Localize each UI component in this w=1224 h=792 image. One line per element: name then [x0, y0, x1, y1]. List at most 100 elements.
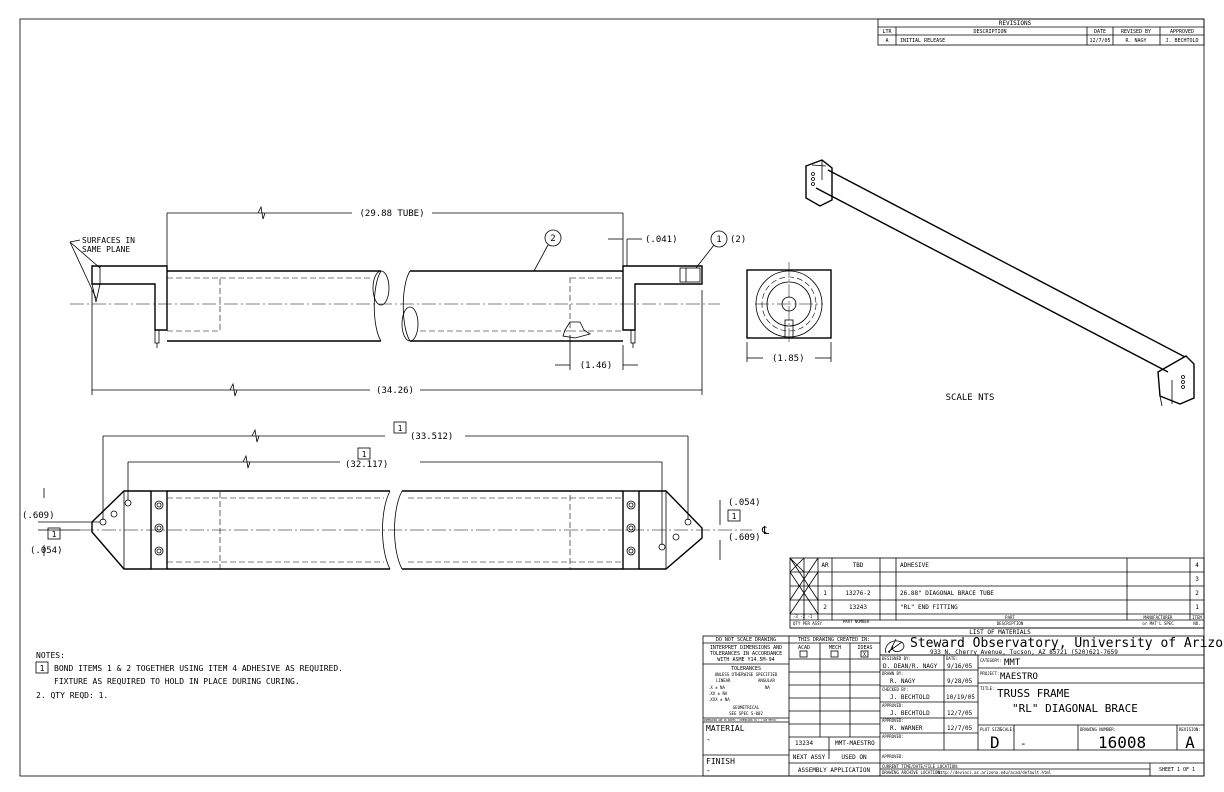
balloon-item-2: 2 [550, 234, 555, 244]
interpret-3: WITH ASME Y14.5M-94 [717, 657, 774, 663]
dim-054-left: (.054) [30, 546, 63, 556]
dim-32117: (32.117) [345, 460, 388, 470]
box-balloon-1-d: 1 [732, 512, 737, 521]
rev-hdr-approved: APPROVED [1170, 29, 1194, 35]
bom-part-4: TBD [853, 562, 864, 569]
org-name: Steward Observatory, University of Arizo… [910, 636, 1224, 651]
dim-146: (1.46) [580, 361, 613, 371]
bom-desc-1: "RL" END FITTING [900, 604, 958, 611]
checked-by: J. BECHTOLD [890, 694, 930, 701]
approved1-label: APPROVED: [882, 703, 904, 708]
dim-609-right: (.609) [728, 533, 761, 543]
tol-xxx: .XXX ± NA [708, 697, 730, 702]
tol-x: .X ± NA [708, 685, 725, 690]
rev-row-ltr: A [885, 38, 888, 44]
notes-balloon-1: 1 [40, 664, 45, 673]
rev-hdr-date: DATE [1094, 29, 1106, 35]
top-view: (29.88 TUBE) (.041) 2 1 (2) SURFACES IN … [69, 205, 746, 397]
project-label: PROJECT: [980, 671, 999, 676]
angular-label: ANGULAR [758, 678, 775, 683]
note-1-line1: BOND ITEMS 1 & 2 TOGETHER USING ITEM 4 A… [54, 664, 343, 673]
project-value: MAESTRO [1000, 672, 1038, 682]
acad-checkbox [799, 650, 808, 658]
approved2-label: APPROVED: [882, 718, 904, 723]
dim-note: DIMENSIONS ARE IN INCHES / DIMENSIONS IN… [704, 719, 777, 722]
mech-label: MECH [829, 645, 841, 651]
next-assy-label: NEXT ASSY [793, 754, 826, 761]
category-value: MMT [1004, 658, 1021, 668]
geometrical: GEOMETRICAL [733, 705, 760, 710]
mech-checkbox [830, 650, 839, 658]
see-spec: SEE SPEC S-002 [729, 711, 763, 716]
scale-nts-label: SCALE NTS [946, 393, 995, 403]
bom-item-2: 2 [1195, 590, 1199, 597]
used-on-value: MMT-MAESTRO [835, 740, 875, 747]
bom-qty-4: AR [821, 562, 829, 569]
dim-33512: (33.512) [410, 432, 453, 442]
used-on-label: USED ON [841, 754, 867, 761]
drawn-date: 9/28/05 [947, 678, 973, 685]
rev-row-approved: J. BECHTOLD [1165, 38, 1198, 44]
sheet-number: SHEET 1 OF 1 [1159, 767, 1195, 773]
dim-offset-041: (.041) [645, 235, 678, 245]
designed-date: 9/16/05 [947, 663, 973, 670]
assembly-application: ASSEMBLY APPLICATION [798, 767, 871, 774]
bom-qty-1: 2 [823, 604, 827, 611]
interpret-2: TOLERANCES IN ACCORDANCE [710, 651, 782, 657]
checked-date: 10/19/05 [946, 694, 975, 701]
dim-tube-length: (29.88 TUBE) [359, 209, 424, 219]
ideas-checkbox [860, 650, 869, 658]
steward-logo [885, 638, 905, 654]
bom-item-1: 1 [1195, 604, 1199, 611]
bom-title: LIST OF MATERIALS [969, 629, 1031, 636]
finish-value: - [706, 766, 711, 775]
material-value: - [706, 735, 711, 744]
centerline-symbol: ℄ [761, 524, 769, 537]
unless-specified: UNLESS OTHERWISE SPECIFIED [715, 672, 778, 677]
tol-xx: .XX ± NA [708, 691, 728, 696]
notes-title: NOTES: [36, 651, 65, 660]
title-block: DO NOT SCALE DRAWING INTERPRET DIMENSION… [702, 635, 1224, 777]
bom-hdr-desc1: PART [1005, 615, 1015, 620]
rev-hdr-desc: DESCRIPTION [973, 29, 1006, 35]
tol-ang: NA [765, 685, 770, 690]
rev-hdr-revised: REVISED BY [1121, 29, 1151, 35]
bill-of-materials: AR TBD ADHESIVE 4 3 1 13276-2 26.88" DIA… [789, 557, 1205, 636]
ideas-label: IDEAS [857, 645, 872, 651]
bom-qty-2: 1 [823, 590, 827, 597]
created-in: THIS DRAWING CREATED IN: [798, 637, 870, 643]
bom-hdr-item1: ITEM [1192, 615, 1202, 620]
drawing-title-2: "RL" DIAGONAL BRACE [1012, 702, 1138, 715]
tolerances-title: TOLERANCES [731, 666, 761, 672]
box-balloon-1-c: 1 [52, 530, 57, 539]
rev-hdr-ltr: LTR [882, 29, 892, 35]
revisions-table: REVISIONS LTR DESCRIPTION DATE REVISED B… [877, 18, 1205, 46]
note-2: 2. QTY REQD: 1. [36, 691, 108, 700]
box-balloon-1-a: 1 [398, 424, 403, 433]
org-address: 933 N. Cherry Avenue, Tucson, AZ 85721 (… [930, 649, 1118, 656]
linear-label: LINEAR [716, 678, 731, 683]
checked-by-label: CHECKED BY: [882, 687, 909, 692]
dim-overall-3426: (34.26) [376, 386, 414, 396]
approved1-date: 12/7/05 [947, 710, 973, 717]
do-not-scale: DO NOT SCALE DRAWING [716, 637, 776, 643]
ideas-check-mark: X [863, 652, 866, 658]
rev-row-date: 12/7/05 [1089, 38, 1110, 44]
box-balloon-1-b: 1 [362, 450, 367, 459]
rev-row-desc: INITIAL RELEASE [900, 38, 945, 44]
bom-hdr-qtycols: -3 -2 -1 [793, 614, 813, 619]
category-label: CATEGORY: [980, 658, 1002, 663]
bom-part-2: 13276-2 [845, 590, 871, 597]
drawn-by-label: DRAWN BY: [882, 671, 904, 676]
sheet-border [19, 18, 1205, 777]
approved2-date: 12/7/05 [947, 725, 973, 732]
approved2: R. WARNER [890, 725, 923, 732]
bom-item-4: 4 [1195, 562, 1199, 569]
designed-by: D. DEAN/R. NAGY [883, 663, 938, 670]
bottom-view: 1 (33.512) 1 (32.117) (.609) 1 (.054) (.… [22, 421, 769, 570]
drawing-number-label: DRAWING NUMBER: [1080, 727, 1116, 732]
approved4-label: APPROVED: [882, 754, 904, 759]
note-surfaces-1: SURFACES IN [82, 236, 135, 245]
archive-url: http://devinci.as.arizona.edu/acad/defau… [938, 770, 1052, 775]
archive-label: DRAWING ARCHIVE LOCATION: [882, 770, 942, 775]
